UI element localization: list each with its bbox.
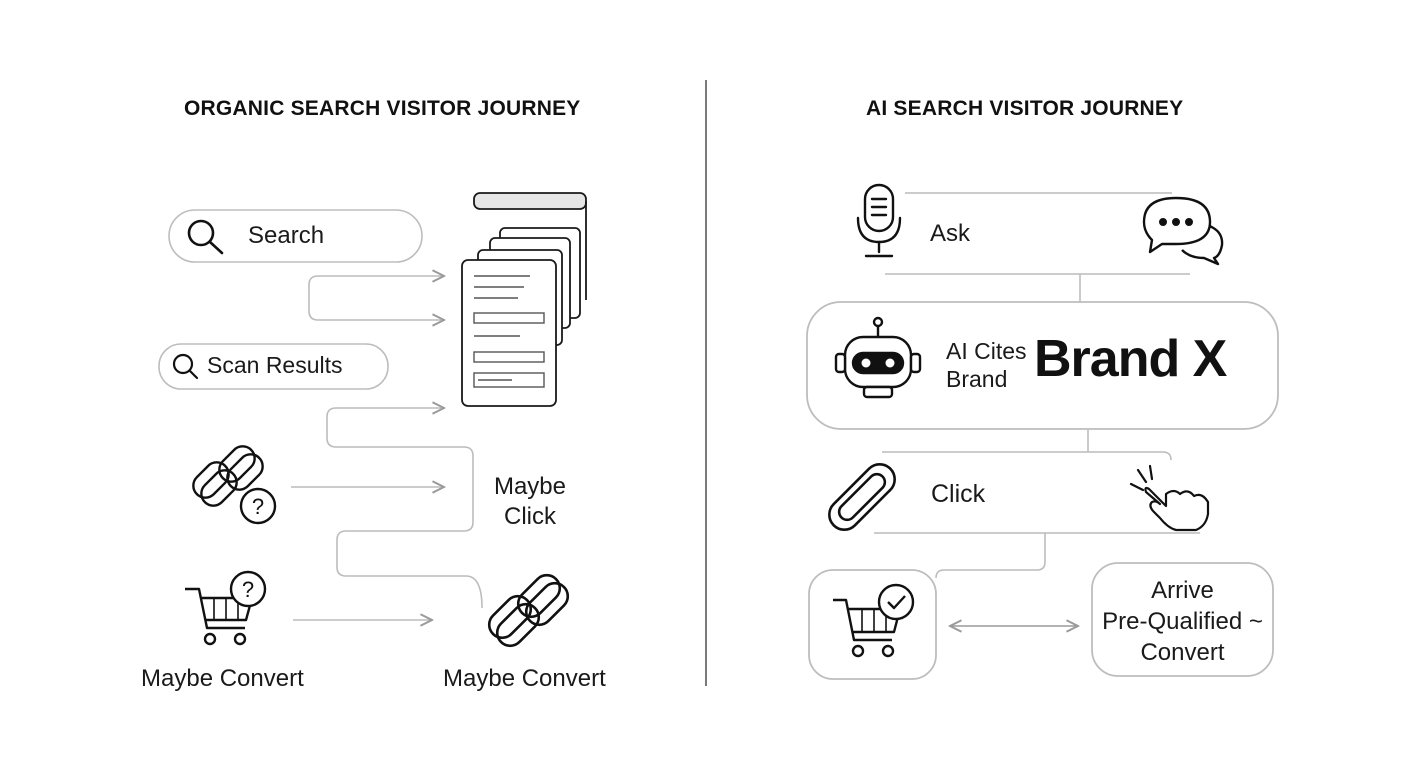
ai-cites-label: AI Cites Brand (946, 337, 1027, 393)
microphone-icon (856, 183, 902, 258)
click-label: Click (931, 480, 986, 508)
documents-stack-icon (461, 192, 587, 407)
ask-label: Ask (930, 220, 971, 247)
arrive-box (1091, 562, 1274, 677)
maybe-click-line-1: Maybe (493, 473, 567, 500)
arrive-line-1: Arrive (1151, 577, 1214, 604)
svg-text:?: ? (252, 494, 264, 519)
small-magnifier-icon (172, 353, 199, 380)
pointing-hand-icon (1129, 464, 1210, 532)
arrive-line-2: Pre-Qualified ~ (1102, 608, 1263, 635)
maybe-convert-right-label: Maybe Convert (443, 665, 606, 692)
chain-link-icon (487, 573, 570, 648)
cart-question-icon: ? (185, 570, 267, 646)
brand-x-label: Brand X (1034, 330, 1227, 388)
scan-results-label: Scan Results (207, 352, 343, 378)
magnifier-icon (187, 219, 224, 255)
ai-cites-box (806, 301, 1279, 430)
maybe-click-label: Maybe Click (478, 472, 582, 532)
scan-results-pill (158, 343, 389, 390)
search-pill (168, 209, 423, 263)
chain-link-question-icon: ? (192, 445, 277, 525)
organic-title: ORGANIC SEARCH VISITOR JOURNEY (184, 97, 581, 120)
cart-check-icon (833, 583, 915, 658)
ai-connectors (874, 192, 1200, 579)
robot-icon (834, 316, 922, 399)
ai-cites-line-1: AI Cites (946, 338, 1027, 364)
maybe-convert-left-label: Maybe Convert (141, 665, 304, 692)
ai-title: AI SEARCH VISITOR JOURNEY (866, 97, 1184, 120)
cart-check-box (808, 569, 937, 680)
search-label: Search (248, 222, 325, 249)
paperclip-icon (828, 463, 896, 531)
ai-cites-line-2: Brand (946, 366, 1008, 392)
arrive-label: Arrive Pre-Qualified ~ Convert (1092, 575, 1273, 668)
maybe-click-line-2: Click (504, 503, 556, 530)
svg-text:?: ? (242, 577, 254, 602)
arrive-line-3: Convert (1140, 639, 1225, 666)
organic-connectors (291, 276, 483, 620)
chat-bubbles-icon (1142, 196, 1224, 266)
